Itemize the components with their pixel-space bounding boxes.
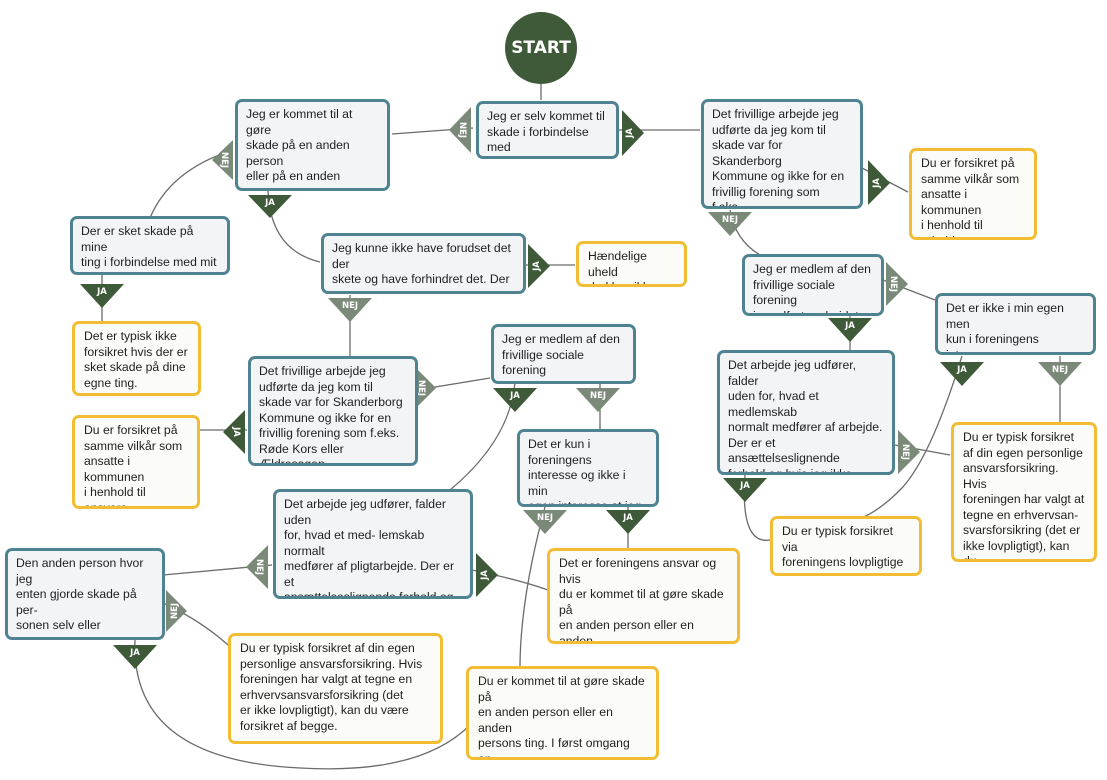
svg-text:JA: JA: [231, 426, 241, 437]
question-node-11: Det arbejde jeg udfører, falder uden for…: [717, 350, 895, 475]
svg-text:NEJ: NEJ: [537, 513, 553, 523]
svg-text:JA: JA: [532, 261, 542, 272]
ja-marker: JA: [223, 410, 245, 454]
svg-text:JA: JA: [480, 570, 490, 581]
svg-text:NEJ: NEJ: [416, 380, 426, 396]
svg-text:NEJ: NEJ: [1052, 365, 1068, 375]
ja-marker: JA: [476, 553, 498, 597]
question-node-1: Jeg er selv kommet til skade i forbindel…: [476, 101, 619, 159]
answer-node-8: Hændelige uheld dækkes ikke.: [576, 241, 687, 287]
svg-text:NEJ: NEJ: [590, 391, 606, 401]
question-node-3: Det frivillige arbejde jeg udførte da je…: [701, 99, 863, 209]
svg-text:JA: JA: [872, 178, 882, 189]
ja-marker: JA: [940, 362, 984, 386]
svg-text:NEJ: NEJ: [170, 603, 180, 619]
nej-marker: NEJ: [576, 388, 620, 412]
svg-text:JA: JA: [622, 513, 633, 523]
answer-node-6: Det er typisk ikke forsikret hvis der er…: [72, 321, 201, 396]
answer-node-20: Det er foreningens ansvar og hvis du er …: [547, 548, 740, 644]
answer-node-13: Du er typisk forsikret via foreningens l…: [770, 516, 922, 576]
answer-node-12: Du er typisk forsikret af din egen perso…: [951, 422, 1097, 562]
svg-text:JA: JA: [956, 365, 967, 375]
svg-text:JA: JA: [844, 321, 855, 331]
ja-marker: JA: [723, 478, 767, 502]
answer-node-21: Du er typisk forsikret af din egen perso…: [228, 633, 443, 744]
question-node-17: Det er kun i foreningens interesse og ik…: [517, 429, 659, 507]
svg-text:NEJ: NEJ: [219, 152, 229, 168]
question-node-19: Den anden person hvor jeg enten gjorde s…: [5, 548, 165, 640]
nej-marker: NEJ: [328, 298, 372, 322]
question-node-18: Det arbejde jeg udfører, falder uden for…: [273, 489, 473, 599]
nej-marker: NEJ: [449, 107, 471, 153]
nej-marker: NEJ: [212, 140, 233, 180]
nej-marker: NEJ: [414, 366, 436, 410]
svg-text:JA: JA: [625, 128, 635, 139]
svg-text:NEJ: NEJ: [254, 559, 264, 575]
connector: [134, 639, 471, 770]
question-node-14: Det frivillige arbejde jeg udførte da je…: [248, 356, 418, 466]
svg-text:JA: JA: [509, 391, 520, 401]
ja-marker: JA: [248, 195, 292, 218]
answer-node-15: Du er forsikret på samme vilkår som ansa…: [72, 415, 200, 509]
nej-marker: NEJ: [523, 510, 567, 534]
decision-markers: JA NEJ NEJ JA JA NEJ JA JA NEJ NEJ JA JA…: [80, 107, 1082, 669]
ja-marker: JA: [493, 388, 537, 412]
svg-text:JA: JA: [264, 198, 275, 208]
svg-text:NEJ: NEJ: [722, 215, 738, 225]
ja-marker: JA: [606, 510, 650, 534]
nej-marker: NEJ: [1038, 362, 1082, 386]
nej-marker: NEJ: [886, 262, 908, 306]
ja-marker: JA: [528, 244, 550, 288]
answer-node-4: Du er forsikret på samme vilkår som ansa…: [909, 148, 1037, 240]
ja-marker: JA: [868, 160, 890, 205]
svg-text:NEJ: NEJ: [457, 122, 467, 138]
question-node-2: Jeg er kommet til at gøre skade på en an…: [235, 99, 390, 191]
question-node-7: Jeg kunne ikke have forudset det der ske…: [321, 233, 526, 294]
start-node: START: [505, 12, 577, 84]
ja-marker: JA: [80, 284, 124, 308]
ja-marker: JA: [622, 110, 644, 156]
nej-marker: NEJ: [166, 590, 187, 632]
svg-text:JA: JA: [739, 481, 750, 491]
answer-node-22: Du er kommet til at gøre skade på en and…: [466, 666, 659, 760]
ja-marker: JA: [113, 645, 157, 669]
nej-marker: NEJ: [898, 430, 920, 474]
question-node-5: Der er sket skade på mine ting i forbind…: [70, 216, 230, 275]
nej-marker: NEJ: [708, 212, 752, 236]
question-node-9: Jeg er medlem af den frivillige sociale …: [742, 254, 884, 316]
question-node-16: Jeg er medlem af den frivillige sociale …: [491, 324, 636, 384]
nej-marker: NEJ: [246, 545, 268, 589]
svg-text:NEJ: NEJ: [888, 276, 898, 292]
svg-text:NEJ: NEJ: [900, 444, 910, 460]
ja-marker: JA: [828, 318, 872, 342]
svg-text:NEJ: NEJ: [342, 301, 358, 311]
svg-text:JA: JA: [96, 287, 107, 297]
question-node-10: Det er ikke i min egen men kun i forenin…: [935, 293, 1096, 355]
svg-text:JA: JA: [129, 648, 140, 658]
